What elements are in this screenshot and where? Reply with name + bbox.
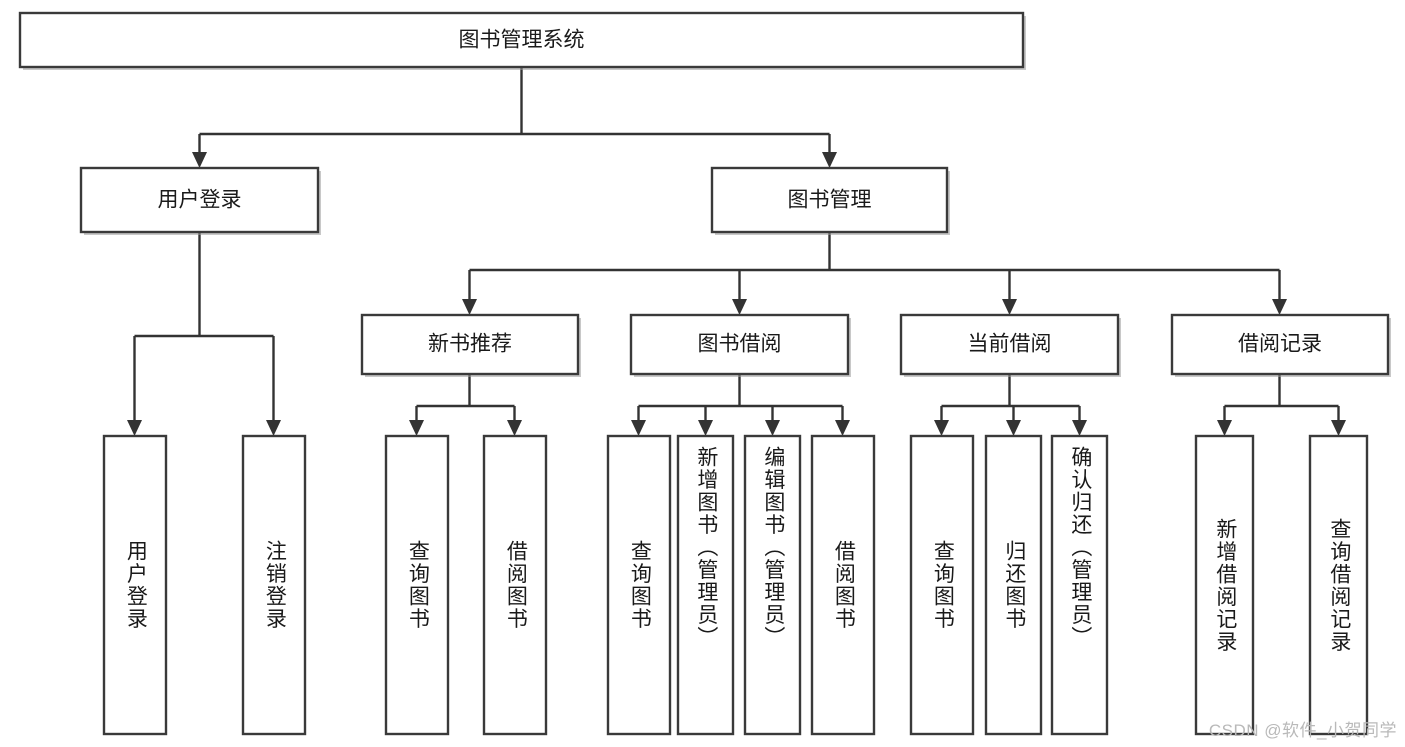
leaf-query-book-rec-box[interactable] [384, 434, 450, 736]
arrowhead-leaf-query-book-borrow [631, 420, 646, 436]
arrowhead-leaf-confirm-return [1072, 420, 1087, 436]
arrowhead-current-borrow [1002, 299, 1017, 315]
arrowhead-leaf-query-book-rec [409, 420, 424, 436]
arrowhead-book-borrow [732, 299, 747, 315]
new-book-recommend-node-box[interactable] [360, 313, 580, 376]
csdn-watermark: CSDN @软件_小贺同学 [1208, 721, 1397, 740]
leaf-query-book-borrow-box[interactable] [606, 434, 672, 736]
root-node-label: 图书管理系统 [459, 29, 585, 52]
arrowhead-book-manage [822, 152, 837, 168]
arrowhead-new-book-recommend [462, 299, 477, 315]
arrowhead-leaf-query-book-current [934, 420, 949, 436]
user-login-node-box[interactable] [79, 166, 320, 234]
leaf-add-borrow-record-box[interactable] [1194, 434, 1255, 736]
arrowhead-leaf-edit-book [765, 420, 780, 436]
arrowhead-leaf-return-book [1006, 420, 1021, 436]
leaf-user-login-box[interactable] [102, 434, 168, 736]
node-group: 图书管理系统 用户登录 图书管理 新书推荐 图书借阅 当前借阅 [18, 11, 1391, 736]
leaf-query-book-current-box[interactable] [909, 434, 975, 736]
root-node-box[interactable] [18, 11, 1025, 69]
arrowhead-leaf-add-borrow-record [1217, 420, 1232, 436]
leaf-borrow-book-rec-box[interactable] [482, 434, 548, 736]
arrowhead-leaf-add-book [698, 420, 713, 436]
arrowhead-leaf-user-login [127, 420, 142, 436]
leaf-edit-book-box[interactable] [743, 434, 802, 736]
arrowhead-user-login [192, 152, 207, 168]
current-borrow-node-box[interactable] [899, 313, 1120, 376]
arrowhead-leaf-borrow-book-rec [507, 420, 522, 436]
current-borrow-node-label: 当前借阅 [968, 333, 1052, 356]
connector-group [127, 67, 1346, 436]
book-manage-node-box[interactable] [710, 166, 949, 234]
book-manage-node-label: 图书管理 [788, 189, 872, 212]
user-login-node-label: 用户登录 [158, 189, 242, 212]
arrowhead-borrow-record [1272, 299, 1287, 315]
arrowhead-leaf-user-logout [266, 420, 281, 436]
leaf-query-borrow-record-box[interactable] [1308, 434, 1369, 736]
borrow-record-node-box[interactable] [1170, 313, 1390, 376]
book-borrow-node-box[interactable] [629, 313, 850, 376]
arrowhead-leaf-borrow-book [835, 420, 850, 436]
leaf-add-book-box[interactable] [676, 434, 735, 736]
leaf-user-logout-box[interactable] [241, 434, 307, 736]
arrowhead-leaf-query-borrow-record [1331, 420, 1346, 436]
leaf-return-book-box[interactable] [984, 434, 1043, 736]
leaf-borrow-book-box[interactable] [810, 434, 876, 736]
new-book-recommend-node-label: 新书推荐 [428, 333, 512, 356]
book-borrow-node-label: 图书借阅 [698, 333, 782, 356]
leaf-confirm-return-box[interactable] [1050, 434, 1109, 736]
borrow-record-node-label: 借阅记录 [1238, 333, 1322, 356]
